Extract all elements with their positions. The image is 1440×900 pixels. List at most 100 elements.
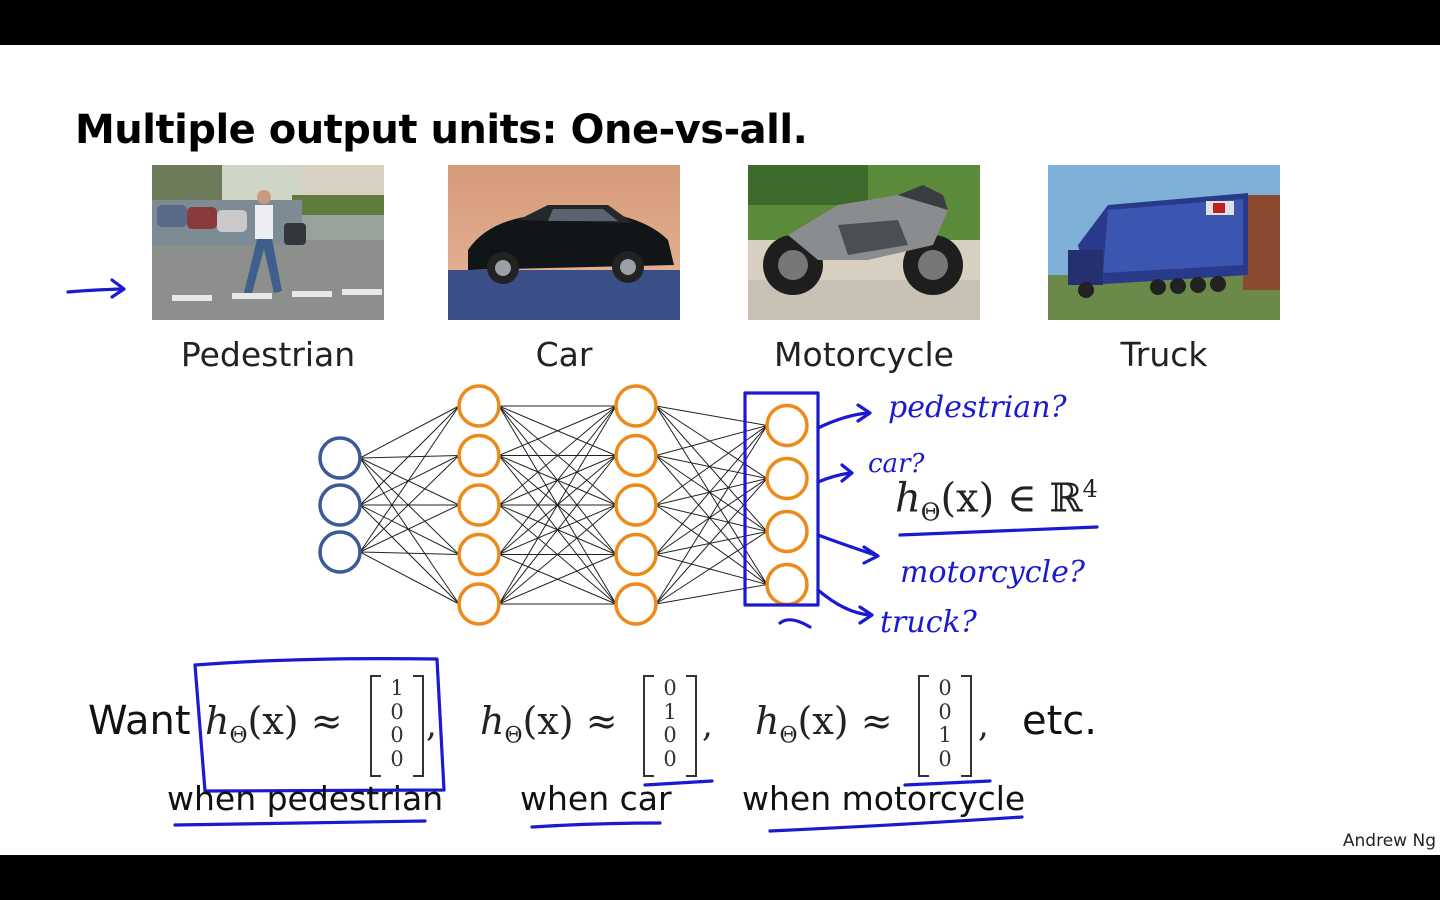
edge-l2-0-3 [655,405,768,585]
edge-l2-0-2 [655,405,768,532]
edge-l2-3-0 [655,425,768,555]
neural-network-diagram [318,384,809,626]
underline-car [530,821,662,829]
r4-underline [898,525,1099,537]
edge-l0-0-3 [359,457,460,555]
edge-l0-2-3 [359,551,460,555]
truck-caption: Truck [1120,335,1208,374]
output-layer-box [743,391,820,607]
hypothesis-1: hΘ(x) ≈ [205,699,343,749]
edge-l0-1-0 [359,405,460,506]
edge-l2-1-2 [655,455,768,532]
hidden-node-l1-4 [457,582,501,626]
etc-label: etc. [1022,698,1097,744]
want-label: Want [88,698,191,744]
hidden-node-l1-2 [457,483,501,527]
hypothesis-2: hΘ(x) ≈ [480,699,618,749]
hidden-node-l1-3 [457,532,501,577]
output-node-0 [765,403,809,448]
arrow-truck [816,588,872,617]
edge-l2-2-2 [655,504,768,532]
car-image [448,165,680,320]
pedestrian-image [152,165,384,320]
pedestrian-annotation: pedestrian? [888,390,1067,425]
first-vector-box [193,657,446,793]
underline-motorcycle [768,815,1024,833]
network-nodes [318,384,809,626]
hidden-node-l2-0 [614,384,658,428]
slide: Multiple output units: One-vs-all. [0,45,1440,855]
truck-annotation: truck? [880,605,977,640]
hidden-node-l1-0 [457,384,501,428]
edge-l1-1-0 [498,405,617,456]
hand-arrow-icon [66,278,126,299]
hidden-node-l2-3 [614,532,658,577]
motorcycle-annotation: motorcycle? [900,555,1085,590]
edge-l0-0-4 [359,457,460,605]
hidden-node-l2-2 [614,483,658,527]
edge-l2-3-2 [655,531,768,555]
underline-pedestrian [173,819,427,827]
edge-l2-3-1 [655,478,768,555]
output-vector-motorcycle: 0 0 1 0 [918,675,972,777]
edge-l0-2-2 [359,504,460,553]
hypothesis-3: hΘ(x) ≈ [755,699,893,749]
edge-l2-4-3 [655,584,768,605]
network-edges [359,405,768,605]
edge-l2-0-1 [655,405,768,479]
edge-l0-0-2 [359,457,460,506]
output-node-2 [765,509,809,554]
hidden-node-l2-1 [614,433,658,478]
edge-l1-4-1 [498,455,617,605]
pedestrian-caption: Pedestrian [180,335,356,374]
underline-vector-3 [903,779,992,787]
edge-l0-1-1 [359,455,460,506]
edge-l2-0-0 [655,405,768,426]
arrow-motorcycle [816,533,877,557]
edge-l0-2-0 [359,405,460,553]
edge-l0-2-4 [359,551,460,605]
edge-l0-0-1 [359,455,460,459]
edge-l2-1-3 [655,455,768,585]
edge-l0-2-1 [359,455,460,553]
edge-l1-4-3 [498,554,617,605]
when-car: when car [520,779,672,818]
when-motorcycle: when motorcycle [742,779,1026,818]
loop-arrow [778,618,812,629]
edge-l2-2-1 [655,478,768,506]
edge-l2-2-0 [655,425,768,506]
arrow-car [816,471,852,484]
theta-subscript: Θ [920,498,941,527]
dimension-superscript: 4 [1082,475,1098,503]
input-node-2 [318,530,362,574]
input-node-0 [318,436,362,480]
motorcycle-caption: Motorcycle [774,335,954,374]
output-vector-pedestrian: 1 0 0 0 [370,675,424,777]
edge-l2-4-0 [655,425,768,605]
edge-l1-3-0 [498,405,617,555]
edge-l1-4-2 [498,504,617,605]
edge-l0-1-3 [359,504,460,555]
edge-l2-1-0 [655,425,768,456]
output-vector-car: 0 1 0 0 [643,675,697,777]
edge-l2-4-2 [655,531,768,605]
output-node-1 [765,456,809,501]
edge-l0-1-4 [359,504,460,605]
slide-title: Multiple output units: One-vs-all. [75,107,808,153]
edge-l2-3-3 [655,554,768,585]
car-annotation: car? [868,449,925,479]
element-of-symbol: ∈ [1006,475,1037,522]
author-credit: Andrew Ng [1342,831,1436,851]
edge-l1-4-0 [498,405,617,605]
arrow-pedestrian [816,411,870,430]
edge-l2-4-1 [655,478,768,605]
truck-image [1048,165,1280,320]
edge-l2-1-1 [655,455,768,479]
hidden-node-l2-4 [614,582,658,626]
ink-annotations [173,391,1099,833]
edge-l2-2-3 [655,504,768,585]
input-node-1 [318,483,362,527]
real-numbers-symbol: ℝ [1049,475,1083,522]
car-caption: Car [535,335,593,374]
h-symbol: h [895,475,921,522]
